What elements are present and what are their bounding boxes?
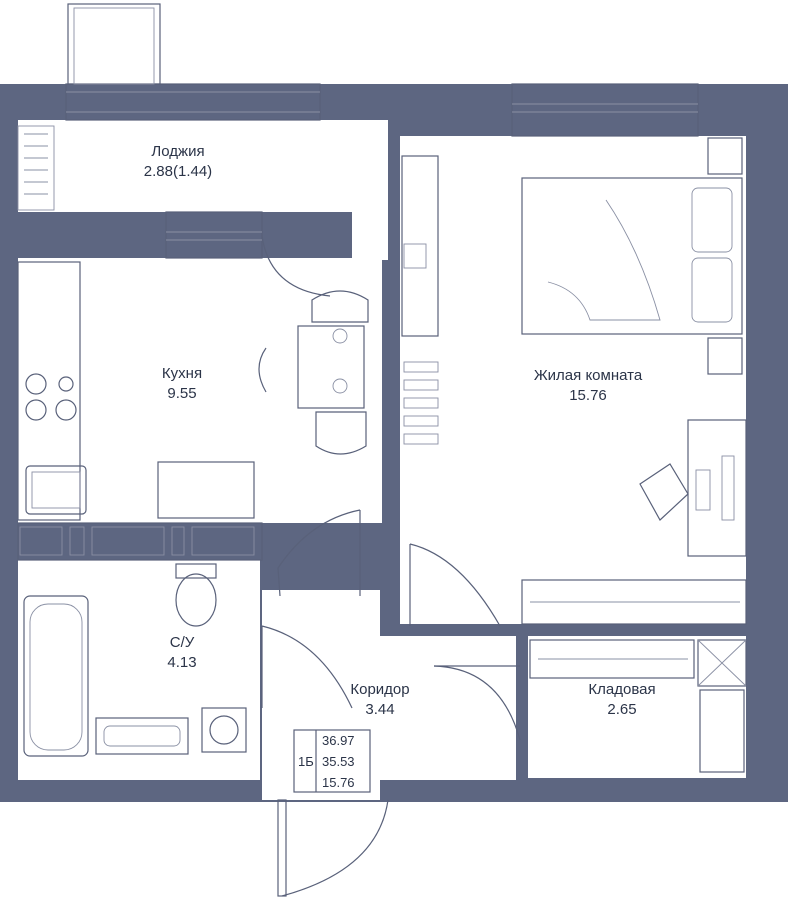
bathroom-fixtures [23,563,247,757]
loggia-name: Лоджия [151,143,204,160]
living-name: Жилая комната [534,367,643,384]
windows [17,83,699,561]
balcony-frame [67,3,161,85]
living-total: 35.53 [322,754,355,769]
kitchen-area: 9.55 [167,385,196,402]
living-area: 15.76 [322,775,355,790]
bathroom-name: С/У [170,634,195,651]
toilet-icon [175,563,217,579]
bathroom-area: 4.13 [167,654,196,671]
area-table: 1Б 36.97 35.53 15.76 [293,729,371,793]
storage-area: 2.65 [607,701,636,718]
desk [687,419,747,557]
living-furniture [401,137,747,625]
kitchen-furniture [17,235,369,521]
room-labels: Лоджия 2.88(1.44) Кухня 9.55 Жилая комна… [144,143,656,718]
total-area: 36.97 [322,733,355,748]
loggia-area: 2.88(1.44) [144,163,212,180]
doors [261,509,521,897]
washbasin-icon [95,717,189,755]
apartment-type: 1Б [298,754,314,769]
stove-burner-icon [25,373,47,395]
storage-name: Кладовая [588,681,655,698]
storage-fixtures [529,639,747,773]
washing-machine-icon [201,707,247,753]
wardrobe [521,579,747,625]
bathtub-icon [23,595,89,757]
dining-table [297,325,365,409]
sink-icon [25,465,87,515]
loggia-storage [17,125,55,211]
corridor-name: Коридор [350,681,409,698]
bed [521,177,743,335]
tv-unit [401,155,439,337]
kitchen-name: Кухня [162,365,202,382]
living-area-label: 15.76 [569,387,607,404]
corridor-area: 3.44 [365,701,394,718]
walls [0,84,788,802]
